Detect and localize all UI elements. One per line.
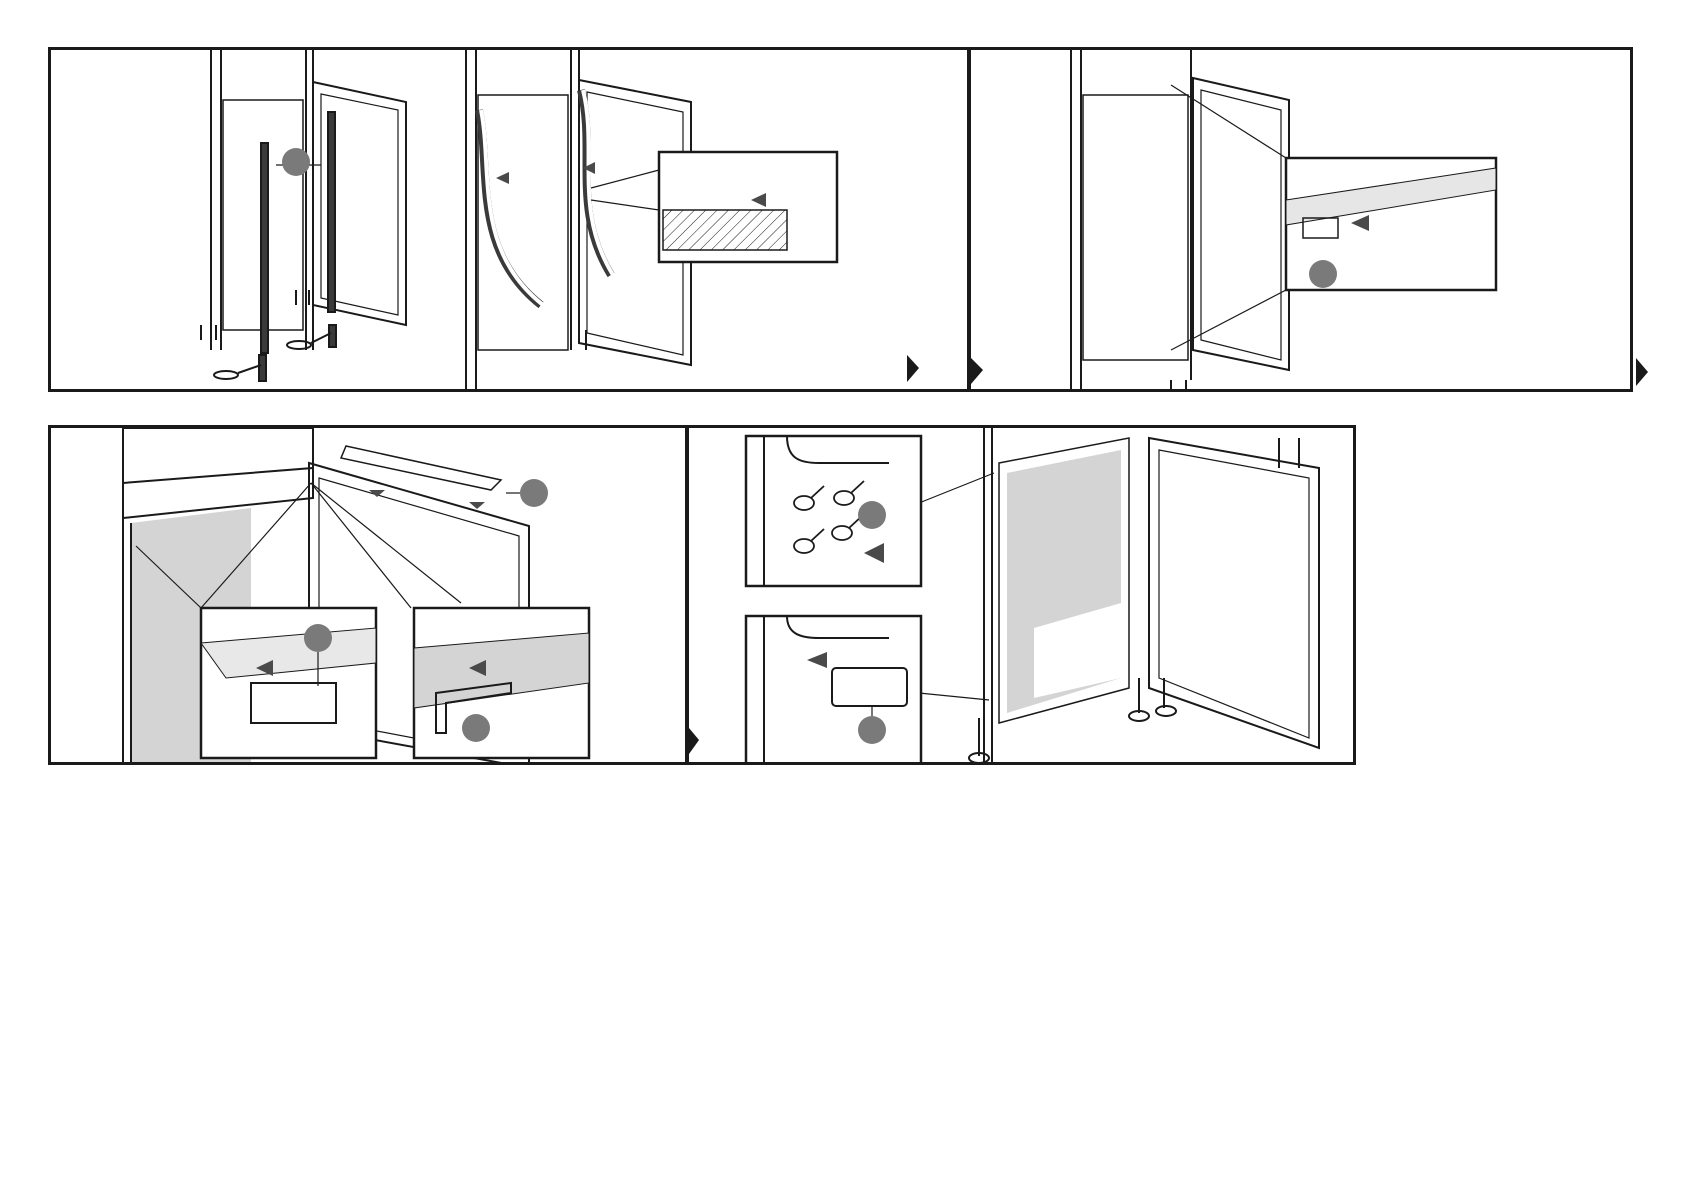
step-arrow-icon [689,728,699,754]
panel-step-4 [48,425,688,765]
callout-marker [1309,260,1337,288]
callout-marker [858,716,886,744]
callout-marker [282,148,310,176]
panel-step-3 [968,47,1633,392]
step-arrow-icon [971,358,983,384]
panel-steps-1-2 [48,47,970,392]
illustration-door-seal-strips [51,50,970,392]
illustration-top-hinge-covers [51,428,688,765]
illustration-hinge-cover [971,50,1633,392]
step-arrow-icon [1636,358,1648,386]
callout-marker [462,714,490,742]
panel-step-5 [686,425,1356,765]
callout-marker [858,501,886,529]
step-arrow-icon [907,355,919,382]
callout-marker [304,624,332,652]
illustration-bottom-hinge [689,428,1356,765]
callout-marker [520,479,548,507]
